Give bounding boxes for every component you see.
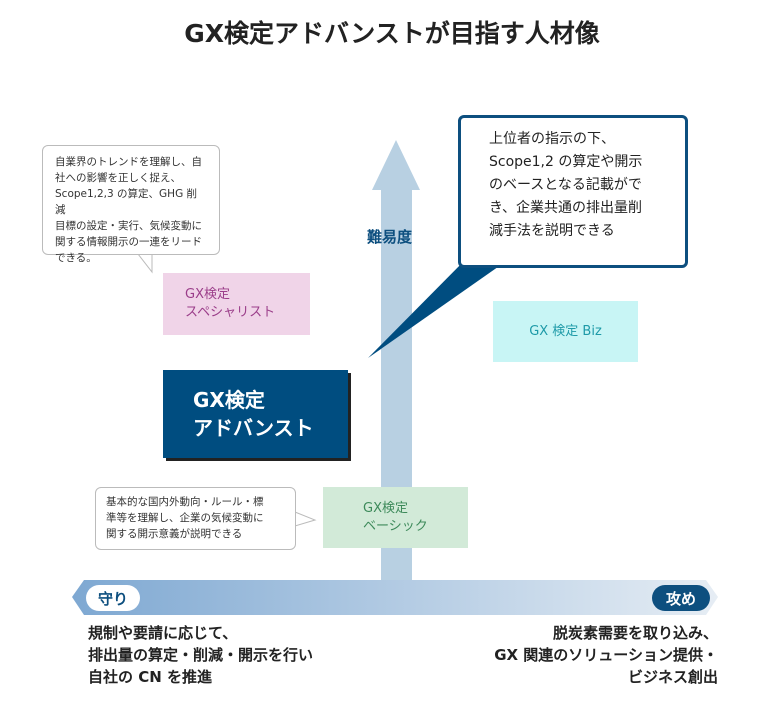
description-line: 自社の CN を推進 bbox=[88, 668, 213, 686]
defense-description: 規制や要請に応じて、 排出量の算定・削減・開示を行い 自社の CN を推進 bbox=[88, 622, 313, 688]
callout-tail-advanced bbox=[368, 255, 505, 358]
description-line: ビジネス創出 bbox=[627, 668, 718, 686]
callout-tail-basic bbox=[294, 511, 317, 527]
description-line: 規制や要請に応じて、 bbox=[88, 624, 238, 642]
callout-line: 自業界のトレンドを理解し、自 bbox=[55, 156, 202, 168]
callout-line: 関する開示意義が説明できる bbox=[106, 528, 243, 540]
callout-line: 減手法を説明できる bbox=[489, 223, 615, 239]
level-label: アドバンスト bbox=[193, 416, 314, 440]
level-label: GX検定 bbox=[185, 287, 230, 302]
level-label: GX 検定 Biz bbox=[529, 323, 602, 339]
page-title: GX検定アドバンストが目指す人材像 bbox=[184, 19, 600, 48]
callout-line: 社への影響を正しく捉え、 bbox=[55, 172, 181, 184]
callout-line: Scope1,2,3 の算定、GHG 削減 bbox=[55, 188, 198, 216]
level-label: GX検定 bbox=[193, 388, 265, 412]
level-label: スペシャリスト bbox=[185, 305, 276, 320]
callout-specialist: 自業界のトレンドを理解し、自 社への影響を正しく捉え、 Scope1,2,3 の… bbox=[42, 145, 220, 264]
callout-line: き、企業共通の排出量削 bbox=[489, 200, 643, 216]
level-label: GX検定 bbox=[363, 500, 408, 516]
description-line: GX 関連のソリューション提供・ bbox=[494, 646, 718, 664]
level-label: ベーシック bbox=[363, 518, 428, 534]
callout-line: できる。 bbox=[55, 252, 97, 264]
description-line: 排出量の算定・削減・開示を行い bbox=[88, 646, 314, 664]
callout-line: Scope1,2 の算定や開示 bbox=[489, 154, 643, 170]
callout-line: 基本的な国内外動向・ルール・標 bbox=[106, 496, 264, 508]
level-biz: GX 検定 Biz bbox=[493, 301, 638, 362]
callout-basic: 基本的な国内外動向・ルール・標 準等を理解し、企業の気候変動に 関する開示意義が… bbox=[95, 487, 296, 550]
vertical-axis-arrow bbox=[372, 140, 420, 582]
callout-line: のベースとなる記載がで bbox=[489, 177, 642, 193]
callout-line: 目標の設定・実行、気候変動に bbox=[55, 220, 202, 232]
callout-line: 関する情報開示の一連をリード bbox=[55, 236, 202, 248]
level-specialist: GX検定 スペシャリスト bbox=[163, 273, 310, 335]
callout-line: 準等を理解し、企業の気候変動に bbox=[106, 512, 264, 524]
horizontal-axis-arrow bbox=[72, 580, 718, 615]
callout-line: 上位者の指示の下、 bbox=[489, 131, 615, 147]
callout-advanced: 上位者の指示の下、 Scope1,2 の算定や開示 のベースとなる記載がで き、… bbox=[458, 115, 688, 268]
level-basic: GX検定 ベーシック bbox=[323, 487, 468, 548]
defense-pill: 守り bbox=[86, 585, 140, 611]
level-advanced: GX検定 アドバンスト bbox=[163, 370, 348, 458]
offense-pill: 攻め bbox=[652, 585, 710, 611]
description-line: 脱炭素需要を取り込み、 bbox=[552, 624, 718, 642]
offense-description: 脱炭素需要を取り込み、 GX 関連のソリューション提供・ ビジネス創出 bbox=[494, 622, 718, 688]
difficulty-label: 難易度 bbox=[367, 228, 413, 246]
